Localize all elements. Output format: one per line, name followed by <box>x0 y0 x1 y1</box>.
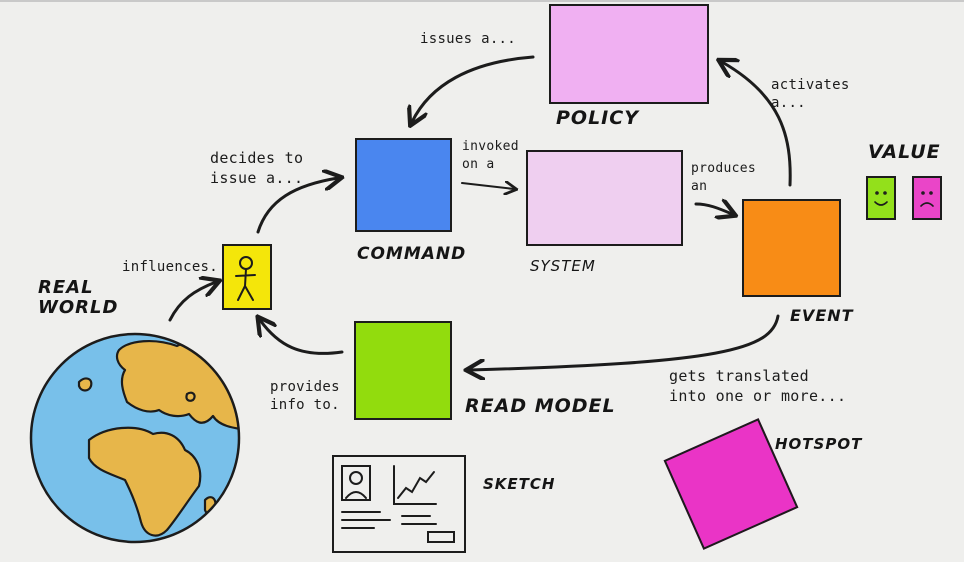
system-note <box>526 150 683 246</box>
arrow-system-to-event <box>694 204 732 214</box>
arrow-world-to-actor <box>168 282 216 322</box>
read-model-label: READ MODEL <box>465 395 616 417</box>
value-good-note <box>866 176 896 220</box>
policy-note <box>549 4 709 104</box>
event-label: EVENT <box>790 306 854 325</box>
value-bad-note <box>912 176 942 220</box>
arrow-policy-to-command <box>412 55 535 122</box>
wireframe-sketch-icon <box>332 455 466 553</box>
top-border <box>0 0 964 2</box>
actor-note <box>222 244 272 310</box>
value-label: VALUE <box>868 141 941 163</box>
read-model-note <box>354 321 452 420</box>
edge-label-invoked: invoked on a <box>462 139 519 172</box>
event-note <box>742 199 841 297</box>
edge-label-activates: activates a... <box>771 77 850 111</box>
edge-label-provides: provides info to. <box>270 379 340 413</box>
arrow-event-to-read-model <box>470 314 780 370</box>
globe-icon <box>29 332 241 544</box>
edge-label-decides: decides to issue a... <box>210 149 304 187</box>
real-world-label: REAL WORLD <box>38 277 119 318</box>
system-label: SYSTEM <box>530 257 596 275</box>
policy-label: POLICY <box>556 107 639 129</box>
stick-figure-icon <box>235 256 256 301</box>
edge-label-translated: gets translated into one or more... <box>669 367 847 405</box>
arrow-read-model-to-actor <box>260 320 344 355</box>
edge-label-produces: produces an <box>691 161 757 194</box>
arrow-command-to-system <box>461 183 514 189</box>
sketch-label: SKETCH <box>483 475 556 493</box>
command-label: COMMAND <box>357 244 467 264</box>
edge-label-influences: influences. <box>122 259 219 275</box>
sad-face-icon <box>920 191 934 207</box>
hotspot-label: HOTSPOT <box>775 435 863 453</box>
arrow-event-to-policy <box>722 62 792 187</box>
smiley-face-icon <box>874 191 888 206</box>
edge-label-issues: issues a... <box>420 31 517 47</box>
arrow-actor-to-command <box>256 178 338 234</box>
command-note <box>355 138 452 232</box>
